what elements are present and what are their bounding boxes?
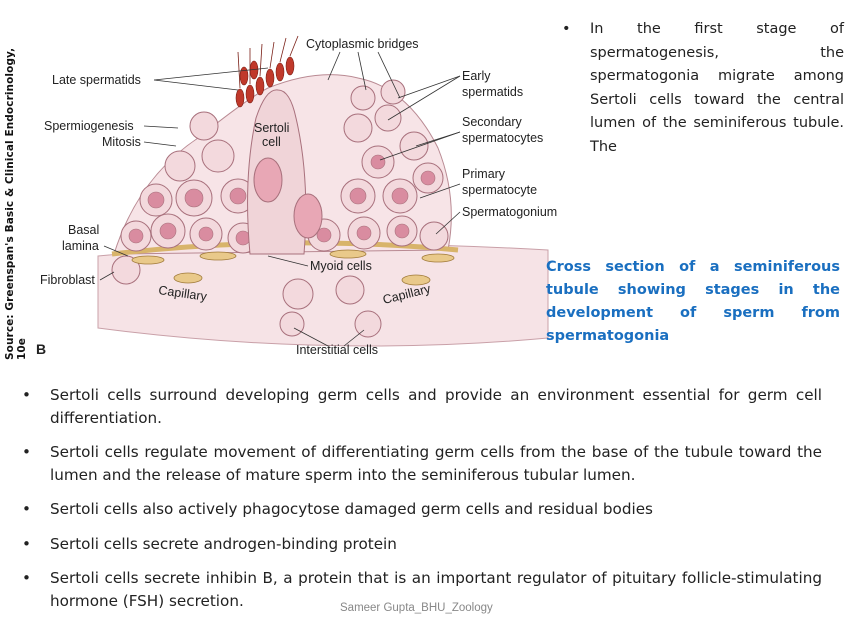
label-capillary-left: Capillary (158, 283, 209, 304)
label-secondary-1: Secondary (462, 115, 523, 129)
bullet-text: Sertoli cells secrete inhibin B, a prote… (50, 569, 822, 610)
seminiferous-tubule-figure: Cytoplasmic bridges Late spermatids Sper… (36, 35, 557, 357)
bullet-item: • Sertoli cells secrete androgen-binding… (18, 533, 822, 556)
bullet-text: Sertoli cells also actively phagocytose … (50, 500, 653, 518)
label-primary-1: Primary (462, 167, 506, 181)
bullet-text: Sertoli cells surround developing germ c… (50, 386, 822, 427)
bullet-marker: • (562, 21, 571, 37)
bullet-item: • Sertoli cells regulate movement of diff… (18, 441, 822, 486)
nuclei (128, 154, 436, 246)
bullet-list: • Sertoli cells surround developing germ … (18, 384, 822, 624)
bullet-marker: • (22, 500, 31, 518)
bullet-text: Sertoli cells regulate movement of diffe… (50, 443, 822, 484)
label-early-2: spermatids (462, 85, 523, 99)
label-primary-2: spermatocyte (462, 183, 537, 197)
label-myoid: Myoid cells (310, 259, 372, 273)
label-early-1: Early (462, 69, 491, 83)
figure-caption: Cross section of a seminiferous tubule s… (546, 259, 840, 344)
label-basal-2: lamina (62, 239, 99, 253)
interstitial-cells (111, 255, 382, 338)
label-interstitial: Interstitial cells (296, 343, 378, 357)
label-sertoli-1: Sertoli (254, 121, 289, 135)
myoid-cells (131, 249, 455, 286)
bullet-marker: • (22, 534, 31, 553)
label-basal-1: Basal (68, 223, 99, 237)
bullet-item: • Sertoli cells also actively phagocytose… (18, 498, 822, 521)
leader-lines (99, 51, 461, 347)
label-secondary-2: spermatocytes (462, 131, 543, 145)
label-sertoli-2: cell (262, 135, 281, 149)
panel-letter: B (36, 341, 46, 357)
label-fibroblast: Fibroblast (40, 273, 95, 287)
bullet-marker: • (22, 569, 31, 587)
bullet-marker: • (22, 443, 31, 461)
bullet-text: Sertoli cells secrete androgen-binding p… (50, 534, 397, 553)
label-cytoplasmic-bridges: Cytoplasmic bridges (306, 37, 419, 51)
label-spermiogenesis: Spermiogenesis (44, 119, 134, 133)
right-bullet: • In the first stage of spermatogenesis,… (562, 18, 844, 159)
bullet-marker: • (22, 386, 31, 404)
right-bullet-text: In the first stage of spermatogenesis, t… (590, 21, 844, 155)
label-mitosis: Mitosis (102, 135, 141, 149)
source-citation: Source: Greenspan's Basic & Clinical End… (4, 47, 28, 360)
bullet-item: • Sertoli cells secrete inhibin B, a prot… (18, 567, 822, 612)
label-late-spermatids: Late spermatids (52, 73, 141, 87)
label-spermatogonium: Spermatogonium (462, 205, 557, 219)
bullet-item: • Sertoli cells surround developing germ … (18, 384, 822, 429)
sertoli-nucleus (253, 157, 283, 203)
watermark: Sameer Gupta_BHU_Zoology (340, 602, 493, 614)
